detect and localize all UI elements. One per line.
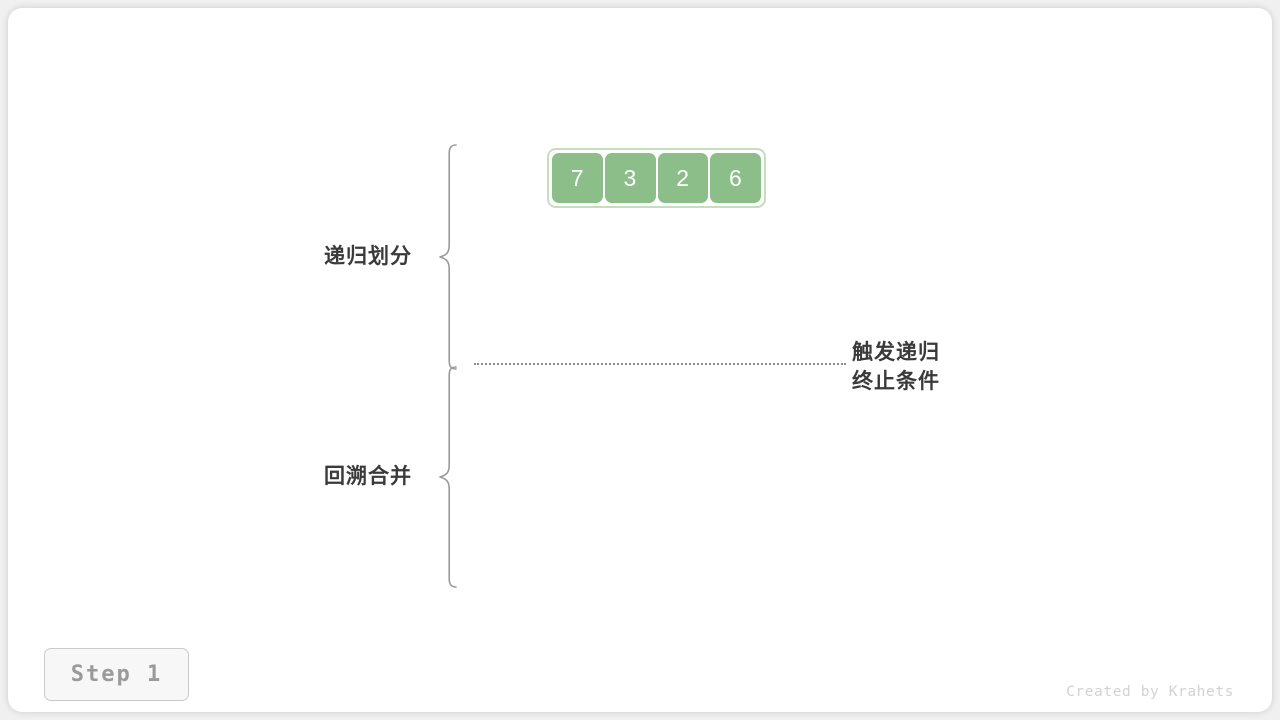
watermark-credit: Created by Krahets xyxy=(1066,684,1234,700)
annotation-line-2: 终止条件 xyxy=(852,370,940,393)
merge-brace-icon xyxy=(439,366,457,588)
array-container: 7 3 2 6 xyxy=(547,148,766,208)
annotation-termination-condition: 触发递归 终止条件 xyxy=(852,338,940,396)
phase-divider-dotted-line xyxy=(474,363,846,365)
array-cell: 6 xyxy=(710,153,761,203)
array-cell: 3 xyxy=(604,153,656,203)
label-backtrack-merge: 回溯合并 xyxy=(324,465,412,488)
array-cell: 2 xyxy=(657,153,709,203)
figure-card: 7 3 2 6 递归划分 回溯合并 触发递归 终止条件 Step 1 Creat… xyxy=(8,8,1272,712)
label-recursive-divide: 递归划分 xyxy=(324,245,412,268)
step-badge: Step 1 xyxy=(44,648,189,701)
array-cell: 7 xyxy=(552,153,603,203)
annotation-line-1: 触发递归 xyxy=(852,341,940,364)
divide-brace-icon xyxy=(439,144,457,370)
